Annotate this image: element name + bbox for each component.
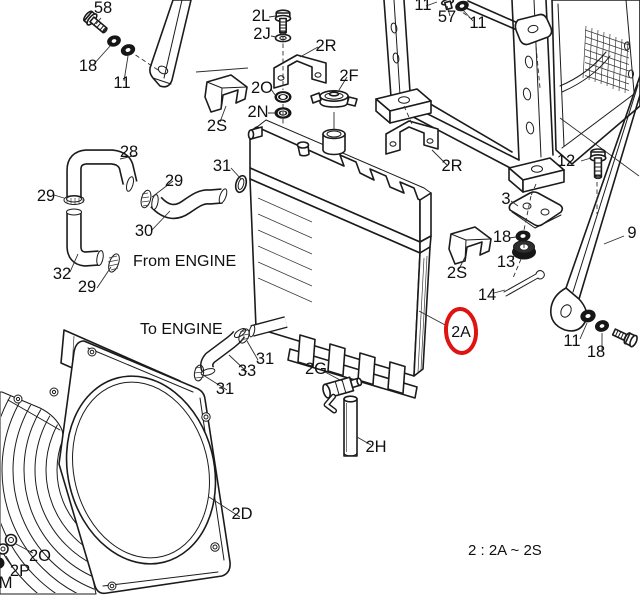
fan-shroud-2d [0, 329, 231, 595]
callout-2f-9: 2F [339, 67, 358, 85]
callout-2m-38: 2M [0, 574, 12, 592]
washer-11-top-left [120, 44, 136, 56]
callout-18-22: 18 [587, 343, 605, 361]
core-fins [257, 197, 428, 373]
clamp-29-c [107, 253, 120, 273]
mount-plate-chain [503, 148, 607, 297]
stay-bar-9 [549, 75, 640, 332]
clamp-31-b [238, 328, 250, 344]
callout-32-28: 32 [53, 265, 71, 283]
grille-arcs [0, 387, 97, 595]
highlight-2a: 2A [443, 307, 479, 355]
overflow-spout [296, 141, 310, 157]
side-panel-grille [551, 0, 640, 177]
callout-29-29: 29 [78, 278, 96, 296]
callout-31-26: 31 [213, 157, 231, 175]
highlight-ellipse [443, 307, 479, 355]
callout-2h-34: 2H [365, 438, 386, 456]
callout-2o-36: 2O [29, 547, 51, 565]
callout-18-16: 18 [493, 228, 511, 246]
clip-2s-left [204, 74, 248, 113]
callout-2a-highlighted: 2A [451, 324, 471, 341]
washers-bolt-bottom-right [580, 309, 638, 348]
grommet-2o-top [274, 91, 292, 103]
callout-2g-33: 2G [305, 360, 327, 378]
grommets-bottom-left [0, 533, 18, 569]
radiator-guard-frame [375, 0, 565, 193]
leader-lines [5, 1, 625, 570]
callout-2r-5: 2R [315, 37, 336, 55]
callout-2n-7: 2N [247, 103, 268, 121]
drain-pipe-2h [343, 395, 358, 457]
callout-31-32: 31 [216, 380, 234, 398]
bolt-57-partial [440, 0, 455, 11]
callout-2d-35: 2D [231, 505, 252, 523]
callout-31-30: 31 [256, 350, 274, 368]
callout-58-0: 58 [94, 0, 112, 17]
callout-2s-19: 2S [447, 264, 467, 282]
washer-18-top-left [107, 35, 121, 47]
radiator-cap-2f [310, 90, 358, 129]
clamp-29-b [140, 189, 152, 209]
callout-18-1: 18 [79, 57, 97, 75]
from-engine-label: From ENGINE [133, 253, 236, 270]
rod-and-bracket-top [440, 0, 553, 46]
hose-group-upper [63, 149, 248, 273]
cotter-pin-14 [503, 270, 545, 297]
drain-cock-2g [322, 376, 363, 414]
dashed-assembly-lines [133, 7, 598, 279]
callout-57-11: 57 [438, 8, 456, 26]
clamp-31-c [193, 364, 205, 382]
callout-11-21: 11 [563, 332, 580, 350]
nut-13 [512, 240, 536, 260]
callout-3-15: 3 [501, 190, 510, 208]
washer-18-right [515, 230, 531, 242]
outlet-pipe [248, 316, 288, 338]
hose-33-group [193, 328, 250, 382]
bolt-2l [274, 9, 292, 35]
callout-29-25: 29 [165, 172, 183, 190]
mesh-hatch [582, 25, 630, 94]
clamp-29-a [63, 195, 85, 205]
callout-9-20: 9 [627, 224, 636, 242]
callout-29-24: 29 [37, 187, 55, 205]
callout-11-10: 11 [414, 0, 431, 14]
callout-33-31: 33 [238, 362, 256, 380]
figure-note: 2 : 2A ~ 2S [468, 542, 542, 559]
callout-2r-13: 2R [441, 157, 462, 175]
left-nozzle [247, 126, 263, 140]
callout-2j-4: 2J [253, 25, 270, 43]
callout-14-18: 14 [478, 286, 496, 304]
bracket-2r-right [385, 120, 439, 155]
shroud-panel [58, 340, 231, 595]
callout-11-2: 11 [113, 74, 130, 92]
filler-neck [322, 128, 346, 156]
plate-3 [508, 191, 564, 229]
callout-2p-37: 2P [10, 562, 30, 580]
callout-11-12: 11 [469, 14, 486, 32]
mount-tabs-bottom [297, 334, 406, 395]
to-engine-label: To ENGINE [140, 321, 223, 338]
clip-2s-right [448, 226, 492, 265]
bolt-12 [589, 148, 607, 180]
stay-bar-top-left [149, 0, 192, 88]
radiator-2a [247, 119, 432, 399]
bolt-bottom-right [611, 328, 638, 348]
callout-2s-8: 2S [207, 117, 227, 135]
bracket-2r-top [273, 54, 327, 89]
bolt-58 [82, 10, 108, 34]
callout-28-23: 28 [120, 143, 138, 161]
callout-13-17: 13 [497, 253, 515, 271]
callout-12-14: 12 [557, 152, 575, 170]
callout-2l-3: 2L [252, 7, 270, 25]
callout-30-27: 30 [135, 222, 153, 240]
clamp-31-a [234, 174, 248, 194]
callout-2o-6: 2O [251, 79, 273, 97]
